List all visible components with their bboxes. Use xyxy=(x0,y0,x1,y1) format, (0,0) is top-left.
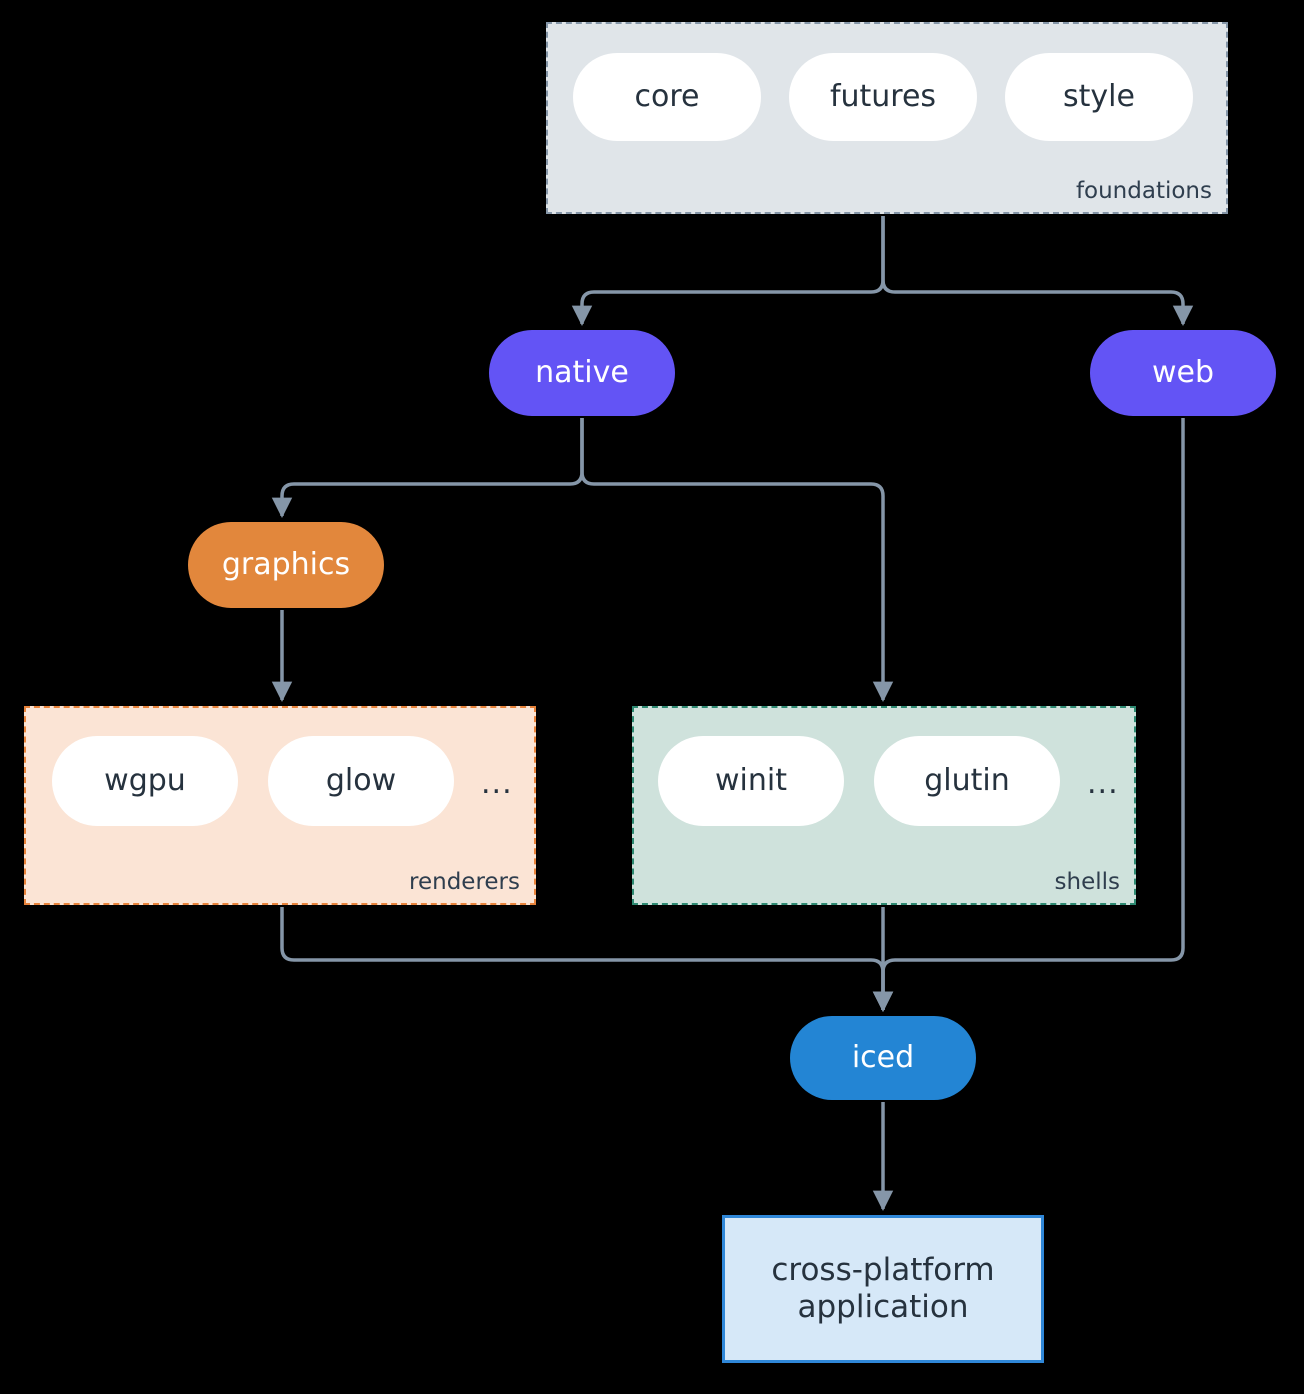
node-iced-label: iced xyxy=(851,1040,915,1075)
cluster-label-shells: shells xyxy=(1054,869,1120,895)
node-graphics[interactable]: graphics xyxy=(188,522,384,608)
node-wgpu[interactable]: wgpu xyxy=(52,736,238,826)
node-application[interactable]: cross-platform application xyxy=(722,1215,1044,1363)
node-style-label: style xyxy=(1063,79,1135,114)
node-iced[interactable]: iced xyxy=(790,1016,976,1100)
node-application-label-line1: cross-platform xyxy=(771,1251,995,1288)
node-glutin[interactable]: glutin xyxy=(874,736,1060,826)
node-wgpu-label: wgpu xyxy=(104,763,186,798)
node-web[interactable]: web xyxy=(1090,330,1276,416)
edge-foundations-native xyxy=(571,216,885,327)
node-web-label: web xyxy=(1151,355,1215,390)
cluster-label-renderers: renderers xyxy=(409,869,520,895)
node-glow-label: glow xyxy=(325,763,397,798)
node-native-label: native xyxy=(535,355,629,390)
node-winit[interactable]: winit xyxy=(658,736,844,826)
node-futures-label: futures xyxy=(829,79,937,114)
node-style[interactable]: style xyxy=(1005,53,1193,141)
node-futures[interactable]: futures xyxy=(789,53,977,141)
edge-native-graphics xyxy=(271,418,584,519)
node-shells-more: ... xyxy=(1087,766,1119,801)
node-glow[interactable]: glow xyxy=(268,736,454,826)
node-winit-label: winit xyxy=(715,763,787,798)
node-core-label: core xyxy=(634,79,700,114)
node-graphics-label: graphics xyxy=(221,547,351,582)
node-core[interactable]: core xyxy=(573,53,761,141)
node-glutin-label: glutin xyxy=(924,763,1010,798)
node-native[interactable]: native xyxy=(489,330,675,416)
node-application-label-line2: application xyxy=(797,1289,969,1325)
cluster-label-foundations: foundations xyxy=(1075,178,1212,204)
edge-foundations-web xyxy=(881,216,1194,327)
edge-renderers-iced xyxy=(280,907,894,1013)
node-renderers-more: ... xyxy=(481,766,513,801)
edge-native-shells xyxy=(580,418,894,703)
